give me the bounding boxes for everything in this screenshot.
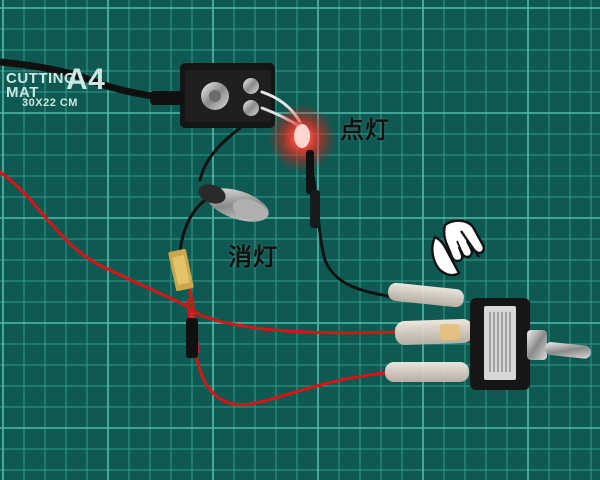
toggle-switch — [470, 298, 591, 390]
terminal-block — [0, 58, 275, 128]
off-label: 消灯 — [228, 243, 278, 271]
led-lit — [268, 104, 336, 228]
insulated-sleeves — [385, 282, 474, 382]
spade-connector — [168, 248, 198, 358]
mat-size-text: A4 — [66, 63, 106, 96]
on-label: 点灯 — [340, 116, 390, 144]
metal-pushbutton-switch — [198, 184, 269, 222]
mat-brand-text: CUTTING MAT — [6, 70, 77, 101]
mat-dimension-text: 30X22 CM — [22, 97, 78, 109]
pointing-hand-icon — [431, 219, 485, 277]
